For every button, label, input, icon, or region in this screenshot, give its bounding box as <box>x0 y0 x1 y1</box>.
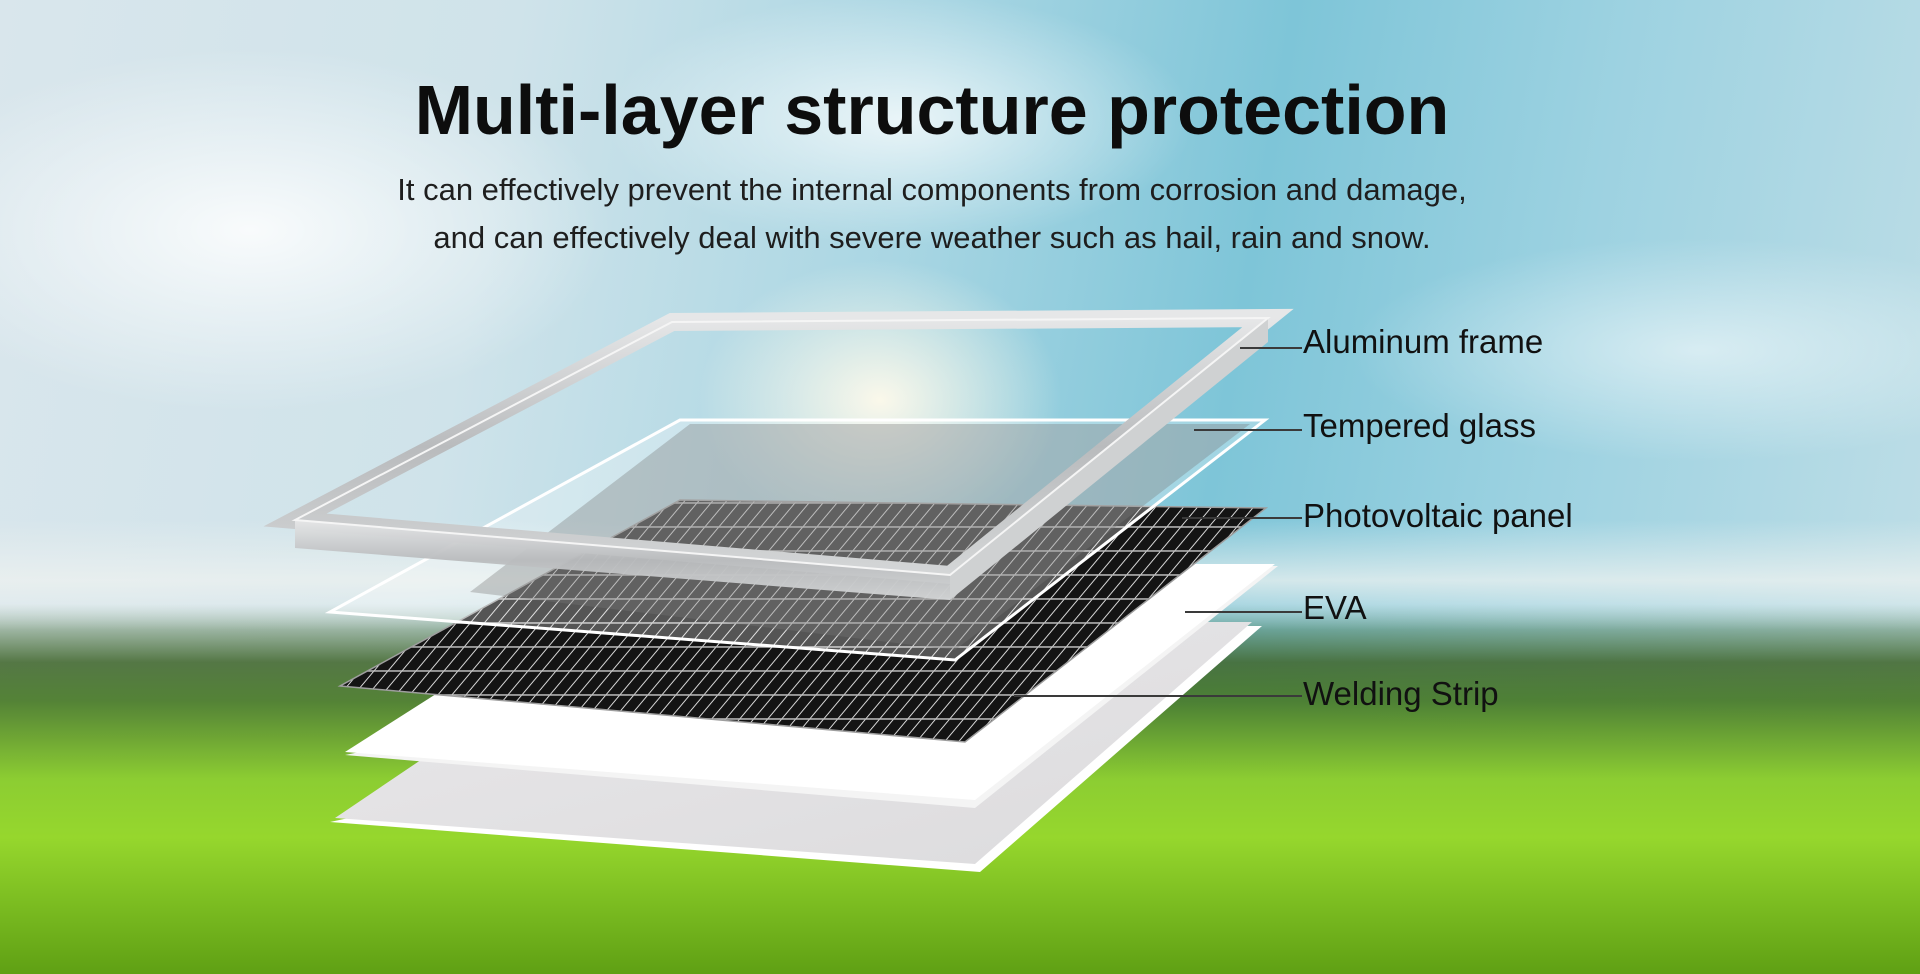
label-welding-strip: Welding Strip <box>1303 675 1499 712</box>
leader-line-photovoltaic-panel <box>1182 517 1302 519</box>
label-tempered-glass: Tempered glass <box>1303 407 1536 444</box>
subtitle-line-1: It can effectively prevent the internal … <box>397 172 1467 207</box>
label-photovoltaic-panel: Photovoltaic panel <box>1303 497 1573 534</box>
aluminum-frame-layer <box>263 308 1294 600</box>
subtitle-line-2: and can effectively deal with severe wea… <box>433 220 1431 255</box>
leader-line-tempered-glass <box>1194 429 1302 431</box>
leader-line-eva <box>1185 611 1302 613</box>
page-title: Multi-layer structure protection <box>414 71 1450 149</box>
label-aluminum-frame: Aluminum frame <box>1303 323 1544 360</box>
leader-line-welding-strip <box>1014 695 1302 697</box>
leader-line-aluminum-frame <box>1240 347 1302 349</box>
label-eva: EVA <box>1303 589 1367 626</box>
